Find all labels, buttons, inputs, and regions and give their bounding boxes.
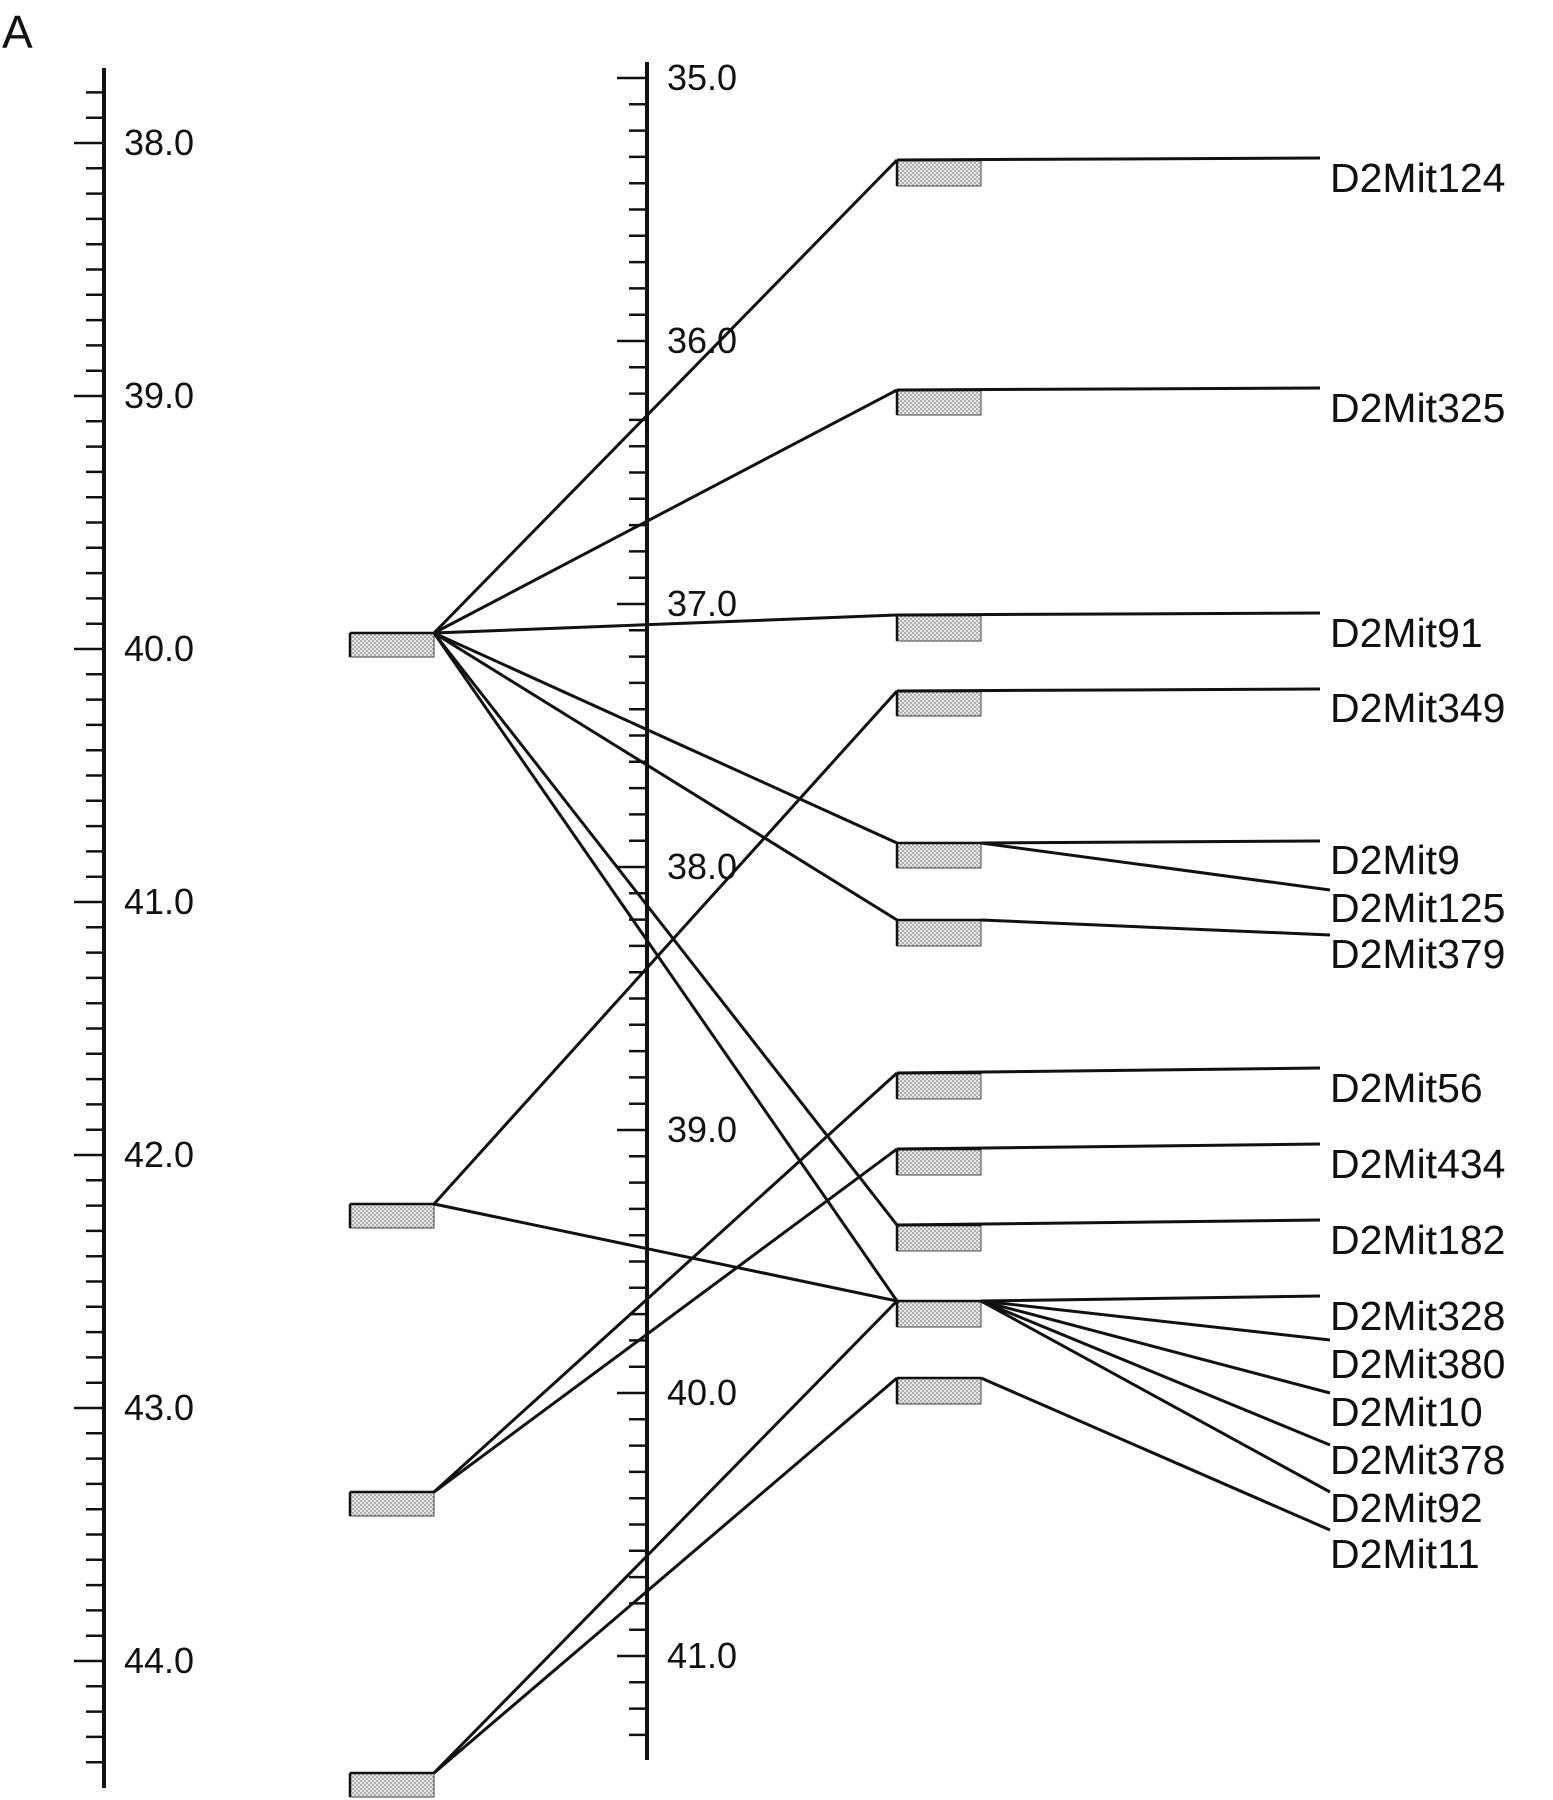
marker-label-d2mit91: D2Mit91 xyxy=(1330,610,1483,656)
right-axis-label-35: 35.0 xyxy=(667,57,737,98)
marker-label-d2mit11: D2Mit11 xyxy=(1330,1531,1480,1577)
right-axis-label-41: 41.0 xyxy=(667,1635,737,1676)
marker-label-d2mit325: D2Mit325 xyxy=(1330,385,1505,431)
marker-label-d2mit378: D2Mit378 xyxy=(1330,1437,1505,1483)
left-axis: 38.0 39.0 40.0 41.0 42.0 43.0 44.0 xyxy=(74,68,194,1788)
right-bin-5 xyxy=(895,841,982,869)
marker-label-d2mit182: D2Mit182 xyxy=(1330,1217,1505,1263)
right-bin-3 xyxy=(895,613,982,642)
left-axis-label-42: 42.0 xyxy=(124,1134,194,1175)
marker-leader-lines xyxy=(896,156,1331,1532)
marker-labels: D2Mit124 D2Mit325 D2Mit91 D2Mit349 D2Mit… xyxy=(1330,155,1505,1577)
right-bin-7 xyxy=(895,1071,982,1100)
right-axis-ticks xyxy=(617,76,647,1737)
left-axis-label-38: 38.0 xyxy=(124,122,194,163)
marker-label-d2mit10: D2Mit10 xyxy=(1330,1389,1483,1435)
left-axis-label-44: 44.0 xyxy=(124,1640,194,1681)
right-bin-1 xyxy=(895,158,982,187)
left-bin-d xyxy=(348,1771,435,1798)
right-bin-11 xyxy=(895,1376,982,1405)
left-axis-label-40: 40.0 xyxy=(124,628,194,669)
right-bin-2 xyxy=(895,388,982,416)
right-bin-6 xyxy=(895,918,982,947)
right-axis-label-37: 37.0 xyxy=(667,583,737,624)
left-bin-a xyxy=(348,631,435,658)
right-bin-9 xyxy=(895,1223,982,1252)
marker-label-d2mit56: D2Mit56 xyxy=(1330,1065,1483,1111)
left-axis-label-43: 43.0 xyxy=(124,1387,194,1428)
right-axis-label-39: 39.0 xyxy=(667,1109,737,1150)
left-bin-b xyxy=(348,1202,435,1229)
marker-label-d2mit9: D2Mit9 xyxy=(1330,837,1460,883)
marker-label-d2mit380: D2Mit380 xyxy=(1330,1341,1505,1387)
panel-label: A xyxy=(2,6,33,58)
marker-label-d2mit125: D2Mit125 xyxy=(1330,885,1505,931)
left-axis-label-41: 41.0 xyxy=(124,881,194,922)
right-axis: 35.0 36.0 37.0 38.0 39.0 40.0 41.0 xyxy=(617,57,737,1760)
marker-label-d2mit379: D2Mit379 xyxy=(1330,931,1505,977)
left-axis-label-39: 39.0 xyxy=(124,375,194,416)
marker-label-d2mit92: D2Mit92 xyxy=(1330,1485,1483,1531)
marker-label-d2mit124: D2Mit124 xyxy=(1330,155,1505,201)
marker-label-d2mit434: D2Mit434 xyxy=(1330,1141,1505,1187)
right-axis-label-36: 36.0 xyxy=(667,320,737,361)
right-bin-8 xyxy=(895,1147,982,1176)
left-to-right-links xyxy=(432,158,899,1775)
right-axis-label-40: 40.0 xyxy=(667,1372,737,1413)
right-bin-10 xyxy=(895,1299,982,1328)
marker-label-d2mit349: D2Mit349 xyxy=(1330,685,1505,731)
left-axis-ticks xyxy=(74,91,104,1764)
marker-label-d2mit328: D2Mit328 xyxy=(1330,1293,1505,1339)
right-bin-4 xyxy=(895,689,982,717)
left-bin-c xyxy=(348,1490,435,1517)
